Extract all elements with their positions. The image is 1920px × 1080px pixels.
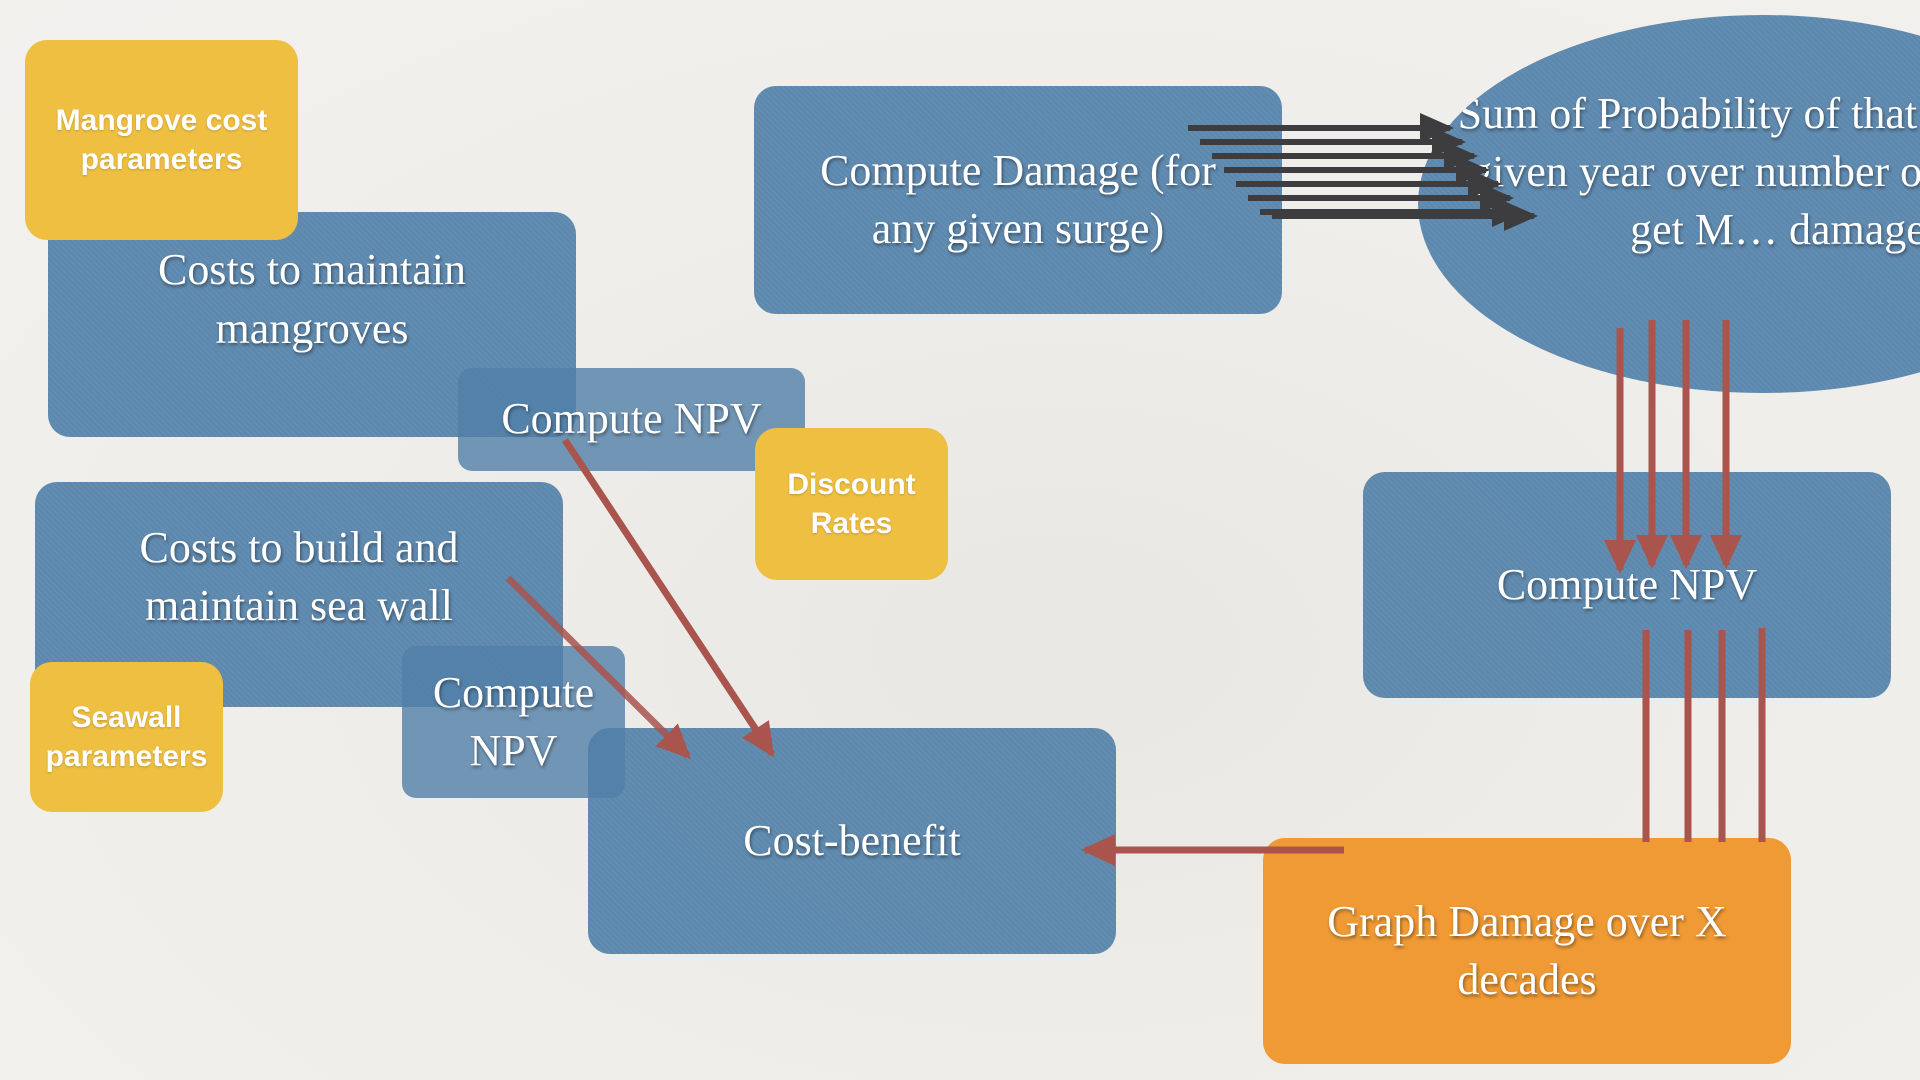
seawall-parameters-label: Seawall parameters	[45, 701, 208, 773]
sum-of-probability-label: Sum of Probability of that surge in a gi…	[1457, 89, 1920, 255]
mangrove-cost-parameters-box: Mangrove cost parameters	[25, 40, 298, 240]
seawall-parameters-box: Seawall parameters	[30, 662, 223, 812]
cost-benefit-box: Cost-benefit	[588, 728, 1116, 954]
mangrove-npv-to-cost-benefit-arrow	[562, 438, 775, 758]
compute-damage-label: Compute Damage (for any given surge)	[820, 145, 1216, 253]
damage-to-probability-arrows	[1188, 113, 1538, 231]
costs-to-maintain-mangroves-label: Costs to maintain mangroves	[158, 245, 466, 353]
cost-benefit-label: Cost-benefit	[743, 815, 961, 865]
probability-to-npv-arrows	[1604, 320, 1742, 574]
costs-to-maintain-mangroves-box: Costs to maintain mangroves	[48, 212, 576, 437]
compute-npv-damage-box: Compute NPV	[1363, 472, 1891, 698]
seawall-npv-to-cost-benefit-arrow	[505, 575, 691, 759]
discount-rates-box: Discount Rates	[755, 428, 948, 580]
graph-damage-label: Graph Damage over X decades	[1327, 896, 1727, 1004]
compute-npv-mangroves-label: Compute NPV	[501, 394, 762, 444]
mangrove-cost-parameters-label: Mangrove cost parameters	[55, 104, 268, 176]
discount-rates-label: Discount Rates	[787, 468, 916, 540]
compute-damage-box: Compute Damage (for any given surge)	[754, 86, 1282, 314]
costs-to-build-sea-wall-box: Costs to build and maintain sea wall	[35, 482, 563, 707]
costs-to-build-sea-wall-label: Costs to build and maintain sea wall	[139, 522, 459, 630]
graph-damage-box: Graph Damage over X decades	[1263, 838, 1791, 1064]
npv-to-graph-lines	[1642, 628, 1766, 842]
compute-npv-seawall-label: Compute NPV	[432, 667, 595, 775]
compute-npv-mangroves-box: Compute NPV	[458, 368, 805, 471]
compute-npv-seawall-box: Compute NPV	[402, 646, 625, 798]
